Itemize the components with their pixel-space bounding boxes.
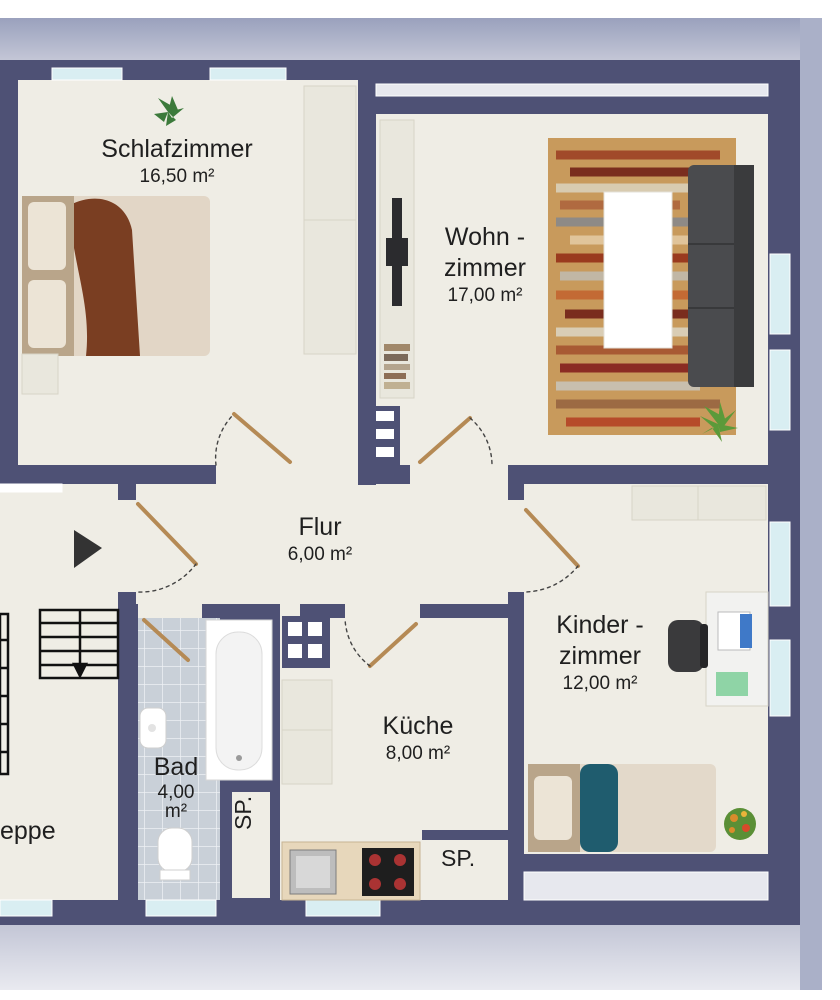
room-name: Bad: [153, 753, 199, 781]
doors: [135, 412, 580, 668]
room-area: 8,00 m²: [385, 743, 451, 764]
room-name-line1: Wohn -: [444, 223, 526, 251]
bed-schlafzimmer: [22, 196, 210, 356]
label-kinderzimmer: Kinder - zimmer 12,00 m²: [530, 610, 670, 696]
label-schlafzimmer: Schlafzimmer 16,50 m²: [70, 134, 284, 189]
storage-label-bad: SP.: [230, 795, 256, 830]
room-area: 6,00 m²: [287, 544, 353, 565]
arrow-icon: [74, 530, 102, 568]
room-name-line2: zimmer: [444, 254, 526, 282]
plant-icon: [724, 808, 756, 840]
room-area-line1: 4,00: [157, 782, 195, 803]
room-name: Schlafzimmer: [101, 135, 253, 163]
windows: [0, 67, 791, 917]
shelf-kinderzimmer: [631, 485, 767, 521]
toilet: [157, 827, 193, 881]
wardrobe-schlafzimmer: [303, 85, 357, 355]
roof-bottom: [0, 925, 822, 990]
tv-shelf: [379, 119, 415, 399]
label-flur: Flur 6,00 m²: [250, 512, 390, 567]
plant-icon: [700, 402, 738, 442]
bathtub: [205, 619, 273, 781]
room-name: Flur: [298, 513, 342, 541]
roof-top: [0, 18, 822, 60]
label-wohnzimmer: Wohn - zimmer 17,00 m²: [420, 222, 550, 308]
desk-chair: [668, 620, 708, 672]
kitchen-vent: [282, 616, 330, 668]
room-name: Küche: [382, 712, 454, 740]
roof-right: [800, 18, 822, 990]
room-area: 12,00 m²: [562, 673, 638, 694]
room-name-line1: Kinder -: [556, 611, 644, 639]
sink: [139, 707, 167, 749]
staircase: [0, 608, 120, 776]
room-name-line2: zimmer: [559, 642, 641, 670]
room-area: 16,50 m²: [139, 166, 215, 187]
sofa: [688, 165, 754, 387]
bed-kinderzimmer: [528, 764, 716, 852]
label-bad: Bad 4,00 m²: [140, 752, 212, 821]
room-name: eppe: [0, 817, 56, 845]
plant-icon: [154, 96, 184, 126]
room-flur: [136, 484, 510, 604]
room-area: 17,00 m²: [447, 285, 523, 306]
label-kueche: Küche 8,00 m²: [350, 711, 486, 766]
ventilation-shaft: [370, 406, 400, 466]
shelf-schlafzimmer: [21, 353, 59, 395]
label-treppe: eppe: [0, 816, 80, 847]
kitchen-counter: [281, 841, 421, 901]
kitchen-counter-left: [281, 679, 333, 785]
storage-label-kueche: SP.: [441, 845, 476, 871]
desk: [705, 591, 769, 707]
room-treppe: [0, 484, 118, 900]
room-area-line2: m²: [164, 801, 188, 822]
